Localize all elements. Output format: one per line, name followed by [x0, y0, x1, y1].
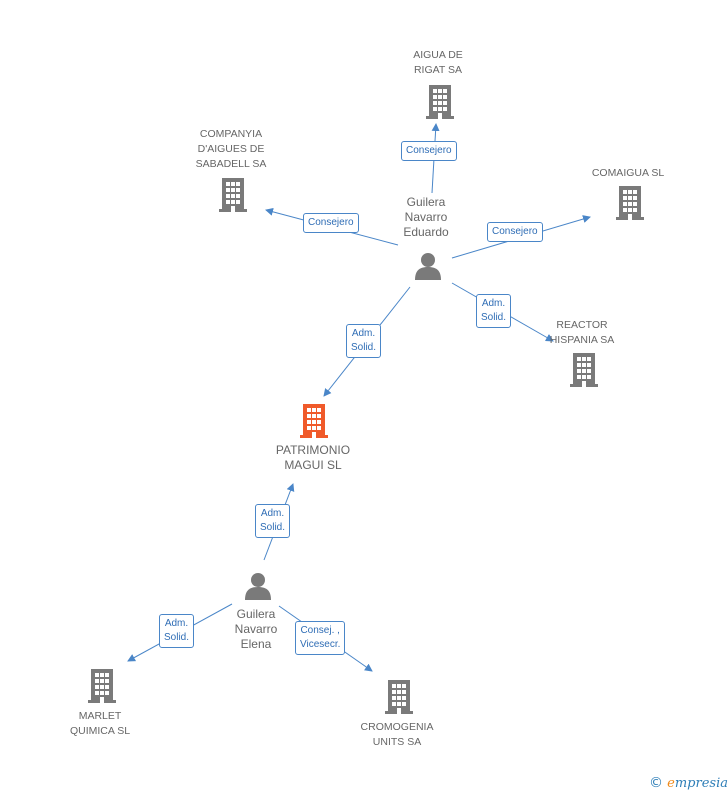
logo-initial: e — [667, 776, 675, 791]
building-icon-comaigua[interactable] — [616, 186, 644, 220]
edge-label-adm-reactor: Adm. Solid. — [476, 294, 512, 328]
empresia-logo: © empresia — [649, 775, 728, 791]
company-label-aigua[interactable]: AIGUA DE RIGAT SA — [413, 49, 463, 76]
building-icon-marlet[interactable] — [88, 669, 116, 703]
building-icon-aigua[interactable] — [426, 85, 454, 119]
person-label-eduardo[interactable]: Guilera Navarro Eduardo — [403, 195, 449, 239]
company-label-marlet[interactable]: MARLET QUIMICA SL — [69, 710, 131, 737]
building-icon-companyia[interactable] — [219, 178, 247, 212]
edge-label-consejero-companyia: Consejero — [303, 213, 359, 233]
copyright-icon: © — [649, 775, 664, 791]
edge-label-consejero-comaigua: Consejero — [487, 222, 543, 242]
edge-label-adm-patrimonio: Adm. Solid. — [346, 324, 382, 358]
edge-label-consej-cromogenia: Consej. , Vicesecr. — [295, 621, 346, 655]
company-label-cromogenia[interactable]: CROMOGENIA UNITS SA — [360, 721, 434, 748]
building-icon-patrimonio[interactable] — [300, 404, 328, 438]
edge-label-adm-elena-patrimonio: Adm. Solid. — [255, 504, 291, 538]
logo-text: mpresia — [674, 776, 728, 791]
edge-label-adm-marlet: Adm. Solid. — [159, 614, 195, 648]
building-icon-reactor[interactable] — [570, 353, 598, 387]
company-label-reactor[interactable]: REACTOR HISPANIA SA — [549, 319, 615, 346]
company-label-patrimonio[interactable]: PATRIMONIO MAGUI SL — [275, 443, 351, 472]
company-label-comaigua[interactable]: COMAIGUA SL — [591, 167, 665, 179]
person-icon-eduardo[interactable] — [415, 253, 441, 280]
edge-label-consejero-aigua: Consejero — [401, 141, 457, 161]
person-icon-elena[interactable] — [245, 573, 271, 600]
building-icon-cromogenia[interactable] — [385, 680, 413, 714]
company-label-companyia[interactable]: COMPANYIA D'AIGUES DE SABADELL SA — [195, 128, 267, 170]
person-label-elena[interactable]: Guilera Navarro Elena — [234, 607, 278, 651]
